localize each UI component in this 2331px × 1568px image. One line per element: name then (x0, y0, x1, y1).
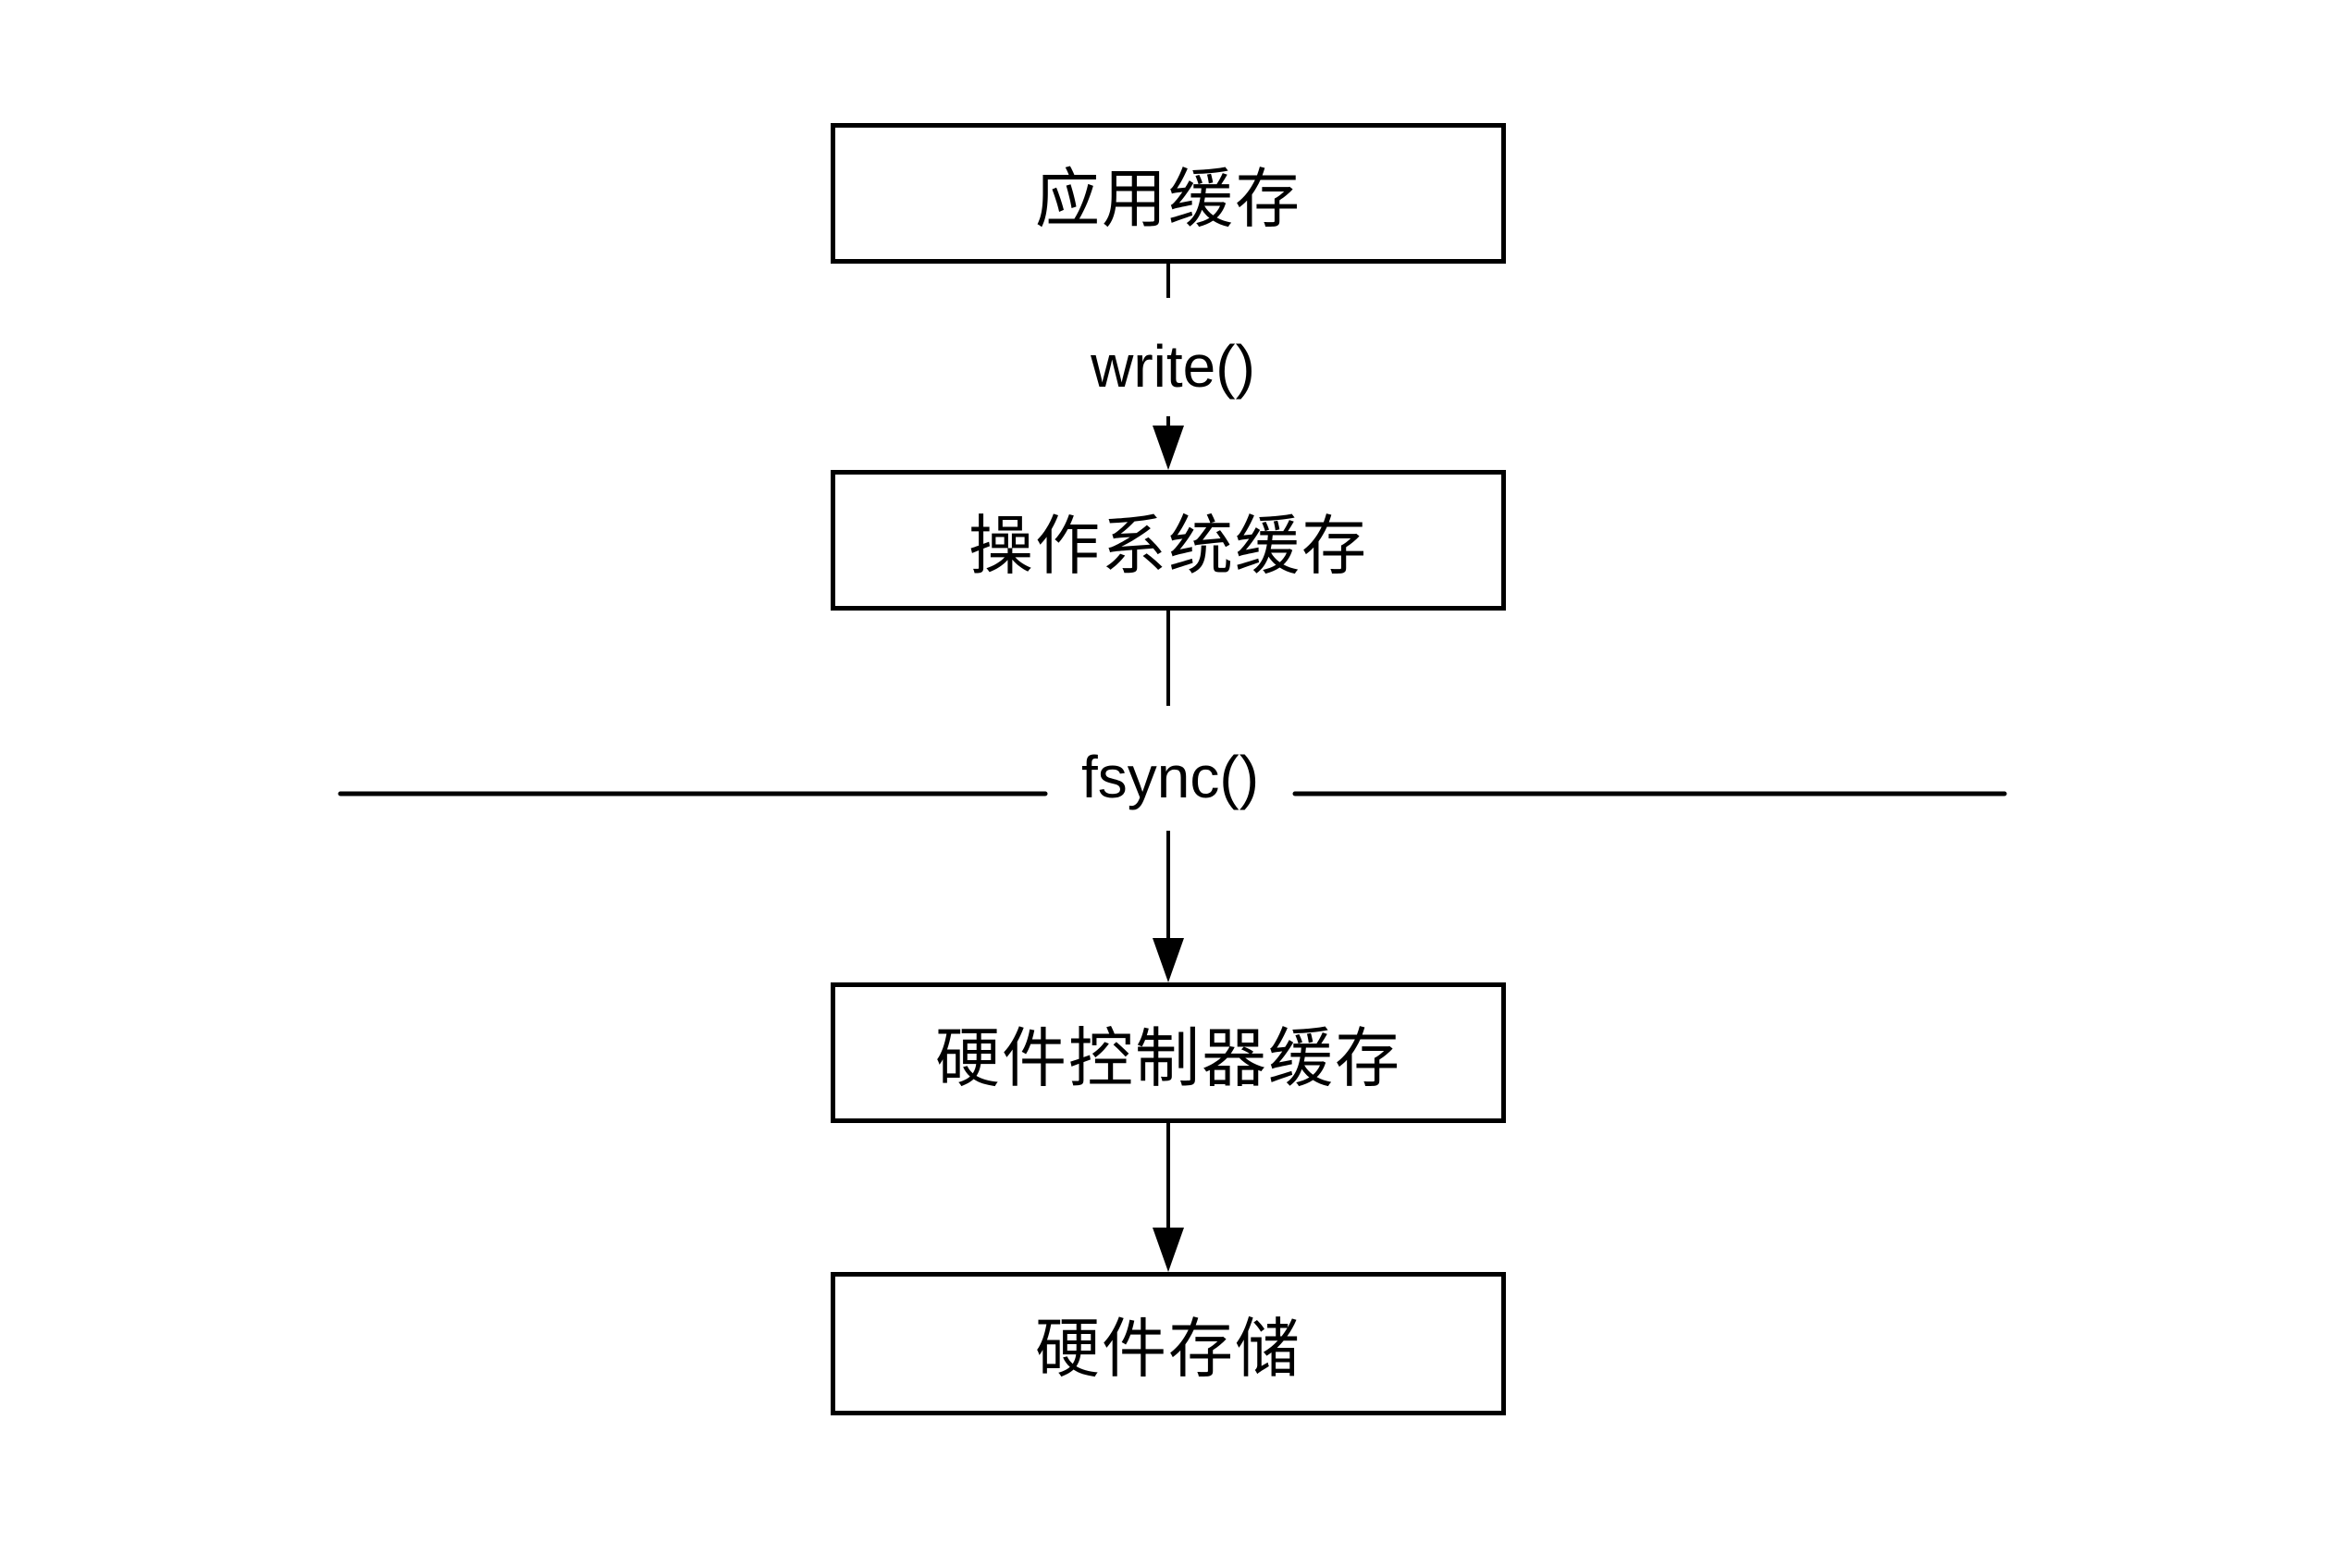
edge-write-arrowhead-icon (1153, 426, 1184, 470)
node-os-cache: 操作系统缓存 (831, 470, 1506, 611)
node-hw-storage-label: 硬件存储 (1035, 1313, 1301, 1385)
node-os-cache-label: 操作系统缓存 (968, 509, 1368, 582)
edge-label-fsync: fsync() (1081, 744, 1259, 810)
node-hw-storage: 硬件存储 (831, 1272, 1506, 1415)
edge-storage-arrowhead-icon (1153, 1228, 1184, 1272)
edge-fsync-arrowhead-icon (1153, 938, 1184, 982)
node-hw-controller-cache: 硬件控制器缓存 (831, 982, 1506, 1123)
edge-label-write: write() (1091, 333, 1255, 400)
node-hw-controller-cache-label: 硬件控制器缓存 (935, 1021, 1401, 1094)
node-app-cache-label: 应用缓存 (1035, 162, 1301, 235)
node-app-cache: 应用缓存 (831, 123, 1506, 264)
